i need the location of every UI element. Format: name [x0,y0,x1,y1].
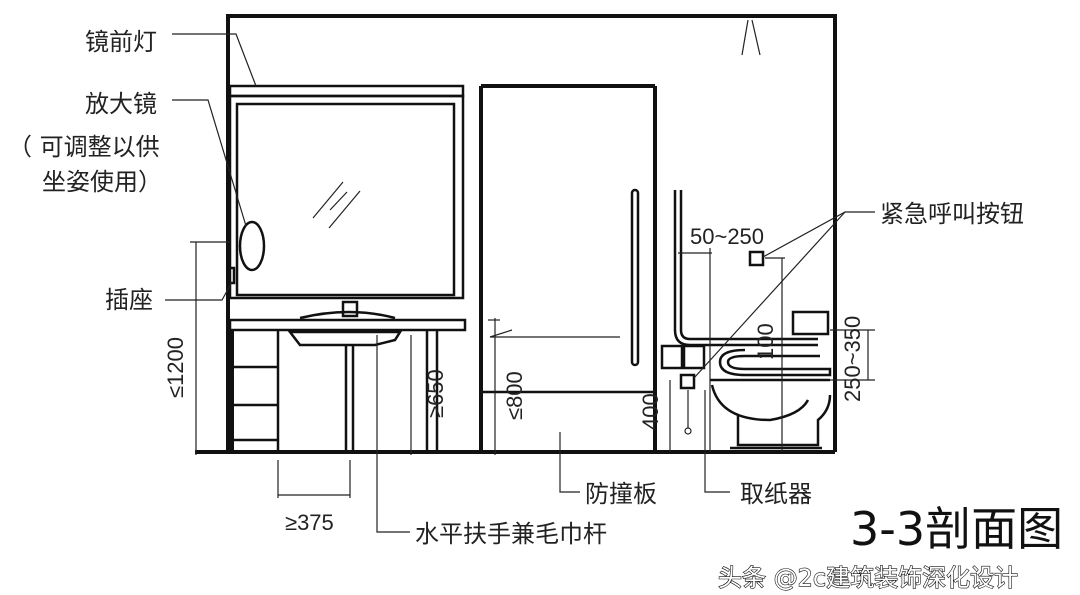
drawing-title: 3-3剖面图 [850,502,1063,556]
label-emergency-button: 紧急呼叫按钮 [880,200,1024,228]
label-magnifier: 放大镜 [85,90,157,118]
label-paper-holder: 取纸器 [740,480,812,508]
emergency-button-upper [748,250,765,267]
dim-guard-height: 400 [638,393,663,430]
leader-lines [165,33,875,533]
emergency-button-lower [679,373,696,390]
watermark: 头条 @2c建筑装饰深化设计 [718,564,1018,592]
vanity [228,300,467,452]
label-towel-bar: 水平扶手兼毛巾杆 [415,520,607,548]
mirror [228,84,465,300]
dim-mirror-height: ≤1200 [163,337,188,398]
dim-button-offset: 50~250 [690,224,764,249]
door [479,84,657,452]
magnifier-mirror [238,220,266,272]
dim-basin-width: ≥375 [285,510,334,535]
dimension-lines [190,241,875,498]
label-magnifier-note-1: （ 可调整以供 [8,133,160,161]
socket [227,266,236,285]
dim-basin-clearance: ≥650 [423,369,448,418]
room-outline [195,14,837,454]
label-socket: 插座 [105,286,153,314]
label-bumper-board: 防撞板 [585,480,657,508]
dim-grab-bar-h: 100 [753,323,778,360]
dim-grab-bar-range: 250~350 [840,316,865,402]
paper-holder [660,344,706,435]
label-magnifier-note-2: 坐姿使用） [42,168,162,196]
ceiling-fixture [741,19,761,56]
toilet [710,310,832,450]
dim-door-bar: ≤800 [502,371,527,420]
label-mirror-light: 镜前灯 [85,28,157,56]
